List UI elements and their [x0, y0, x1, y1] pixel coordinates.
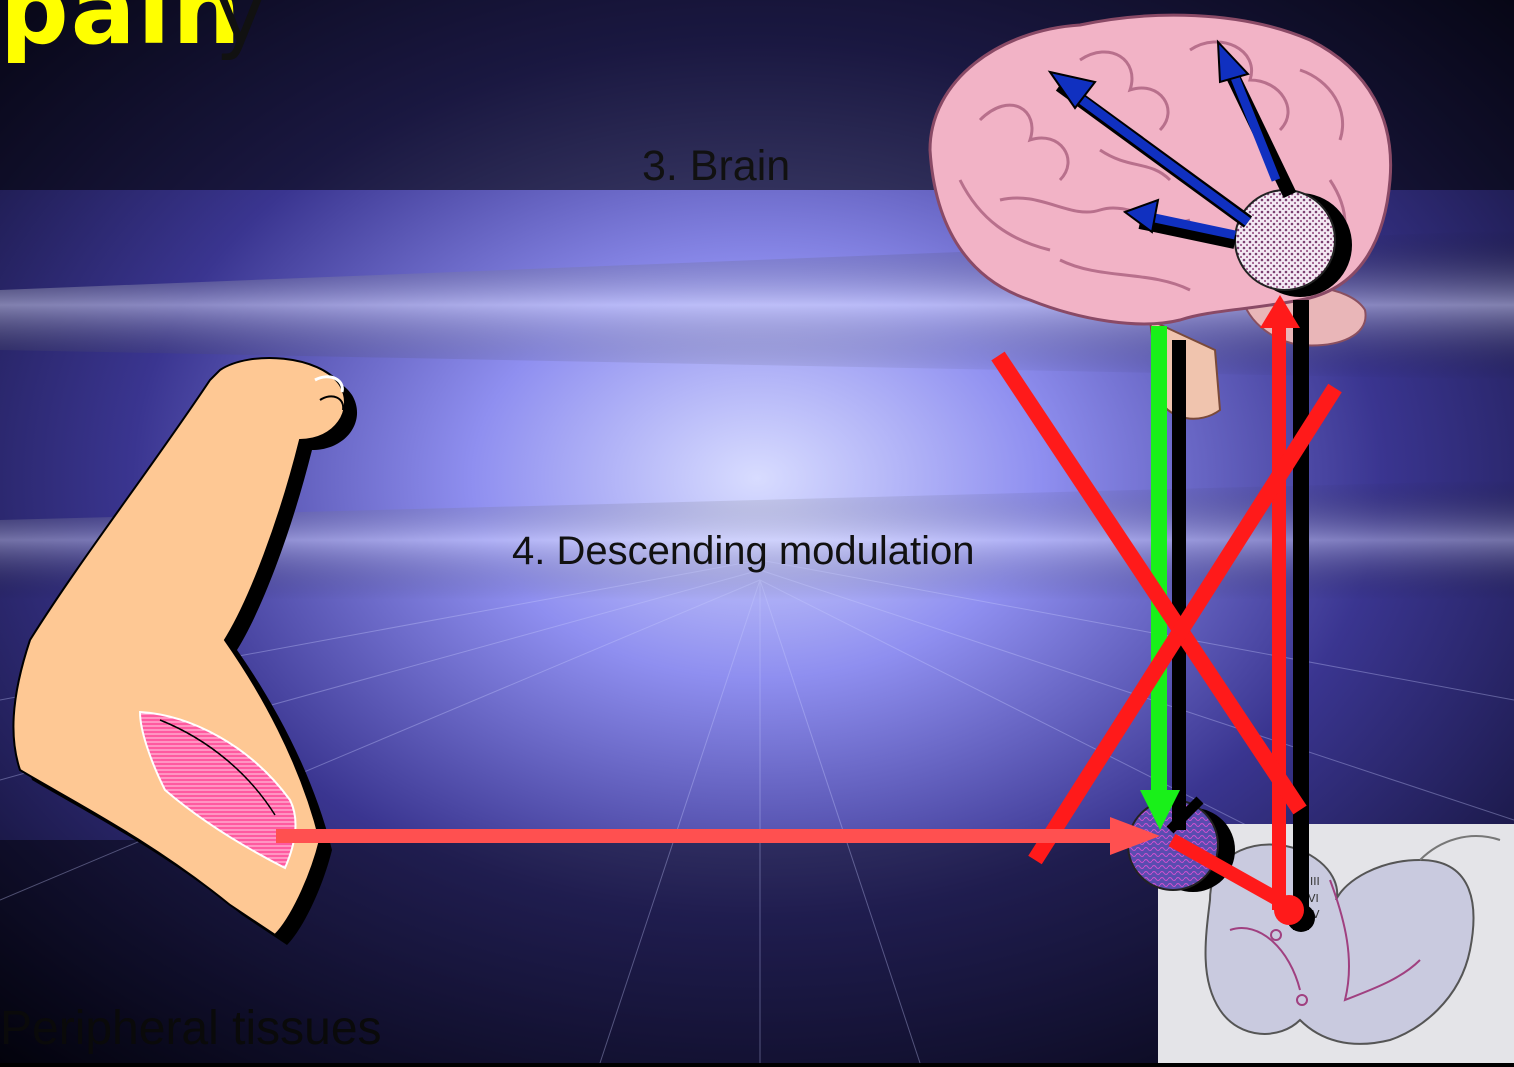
slide-title-trailing-letter: y	[215, 0, 266, 56]
descending-modulation-label: 4. Descending modulation	[512, 529, 975, 574]
lamina-iii: III	[1310, 875, 1320, 888]
peripheral-tissues-label: Peripheral tissues	[0, 1001, 382, 1056]
brain-label: 3. Brain	[642, 142, 790, 191]
lamina-vi: VI	[1308, 892, 1319, 905]
slide-title: pain	[0, 0, 243, 58]
